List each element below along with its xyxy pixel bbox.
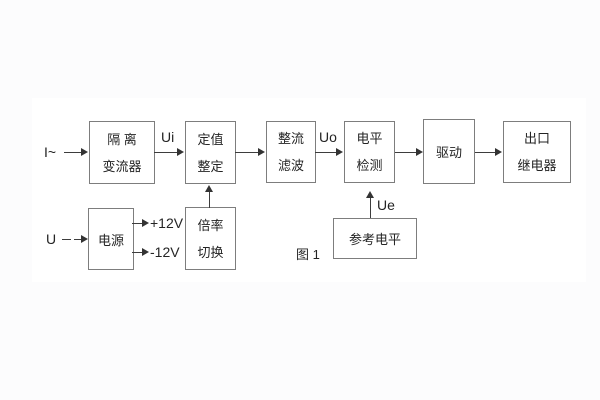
label-input-voltage: U xyxy=(46,231,57,247)
arrow-right-icon xyxy=(142,219,149,227)
arrow-shaft xyxy=(132,223,143,224)
box-multiplier-switch: 倍率 切换 xyxy=(185,207,236,270)
arrow-right-icon xyxy=(416,148,423,156)
box-value-setting-line2: 整定 xyxy=(197,158,224,174)
arrow-right-icon xyxy=(142,248,149,256)
box-level-detect-line2: 检测 xyxy=(356,158,383,173)
arrow-up-icon xyxy=(205,185,213,192)
box-rectify-filter: 整流 滤波 xyxy=(266,121,316,183)
label-input-current: I~ xyxy=(44,144,57,160)
box-reference-level-label: 参考电平 xyxy=(348,232,401,247)
arrow-shaft xyxy=(370,197,371,218)
box-output-relay-line2: 继电器 xyxy=(517,158,557,173)
arrow-shaft xyxy=(315,152,337,153)
arrow-right-icon xyxy=(336,148,343,156)
arrow-shaft xyxy=(475,152,496,153)
box-output-relay-line1: 出口 xyxy=(523,131,550,146)
arrow-up-icon xyxy=(366,191,374,198)
box-rectify-filter-line2: 滤波 xyxy=(277,158,304,173)
label-ue: Ue xyxy=(377,197,395,213)
arrow-shaft xyxy=(132,252,143,253)
box-level-detect-line1: 电平 xyxy=(356,131,383,146)
box-value-setting: 定值 整定 xyxy=(185,121,236,184)
arrow-shaft xyxy=(74,239,82,240)
box-multiplier-switch-line1: 倍率 xyxy=(197,217,224,233)
arrow-shaft xyxy=(235,152,259,153)
arrow-shaft xyxy=(209,191,210,208)
label-minus-12v: -12V xyxy=(150,244,180,260)
box-drive: 驱动 xyxy=(423,119,475,184)
arrow-shaft xyxy=(64,152,82,153)
box-isolation-transformer: 隔 离 变流器 xyxy=(89,121,155,184)
box-output-relay: 出口 继电器 xyxy=(503,121,571,183)
arrow-right-icon xyxy=(81,235,88,243)
box-isolation-line1: 隔 离 xyxy=(107,131,137,147)
figure-caption: 图 1 xyxy=(296,247,320,262)
label-ui: Ui xyxy=(161,129,175,145)
box-rectify-filter-line1: 整流 xyxy=(277,131,304,146)
box-isolation-line2: 变流器 xyxy=(102,158,142,174)
label-plus-12v: +12V xyxy=(150,215,184,231)
box-level-detect: 电平 检测 xyxy=(344,121,395,183)
box-drive-label: 驱动 xyxy=(435,145,462,160)
label-uo: Uo xyxy=(319,129,337,145)
arrow-right-icon xyxy=(177,148,184,156)
arrow-dash xyxy=(62,239,71,240)
box-value-setting-line1: 定值 xyxy=(197,131,224,147)
arrow-shaft xyxy=(395,152,417,153)
arrow-right-icon xyxy=(81,148,88,156)
box-power-supply-label: 电源 xyxy=(97,232,124,248)
arrow-right-icon xyxy=(495,148,502,156)
box-power-supply: 电源 xyxy=(88,208,134,270)
box-multiplier-switch-line2: 切换 xyxy=(197,244,224,260)
arrow-right-icon xyxy=(258,148,265,156)
box-reference-level: 参考电平 xyxy=(333,218,417,259)
arrow-shaft xyxy=(154,152,178,153)
